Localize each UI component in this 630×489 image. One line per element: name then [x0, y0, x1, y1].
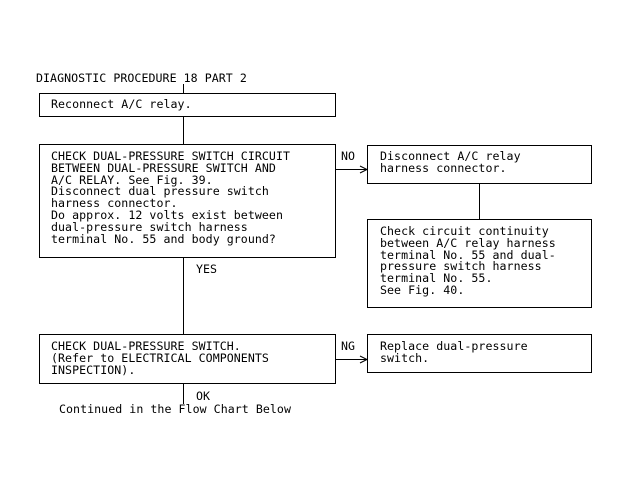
step-text: See Fig. 40. — [380, 282, 465, 297]
step-check-circuit: CHECK DUAL-PRESSURE SWITCH CIRCUIT BETWE… — [39, 144, 336, 258]
step-replace-switch: Replace dual-pressure switch. — [367, 334, 592, 373]
step-text: pressure switch harness — [380, 259, 542, 274]
step-text: Disconnect dual pressure switch — [51, 184, 269, 199]
label-ng: NG — [341, 339, 356, 353]
step-text: harness connector. — [380, 160, 507, 175]
step-text: switch. — [380, 350, 430, 365]
step-text: between A/C relay harness — [380, 235, 556, 250]
step-check-switch: CHECK DUAL-PRESSURE SWITCH. (Refer to EL… — [39, 334, 336, 384]
step-text: dual-pressure switch harness — [51, 219, 248, 234]
step-text: A/C RELAY. See Fig. 39. — [51, 172, 213, 187]
step-disconnect-relay-connector: Disconnect A/C relay harness connector. — [367, 145, 592, 184]
label-no: NO — [341, 149, 356, 163]
step-text: Disconnect A/C relay — [380, 149, 521, 163]
step-text: CHECK DUAL-PRESSURE SWITCH CIRCUIT — [51, 149, 291, 163]
step-reconnect-relay: Reconnect A/C relay. — [39, 93, 336, 117]
step-text: harness connector. — [51, 196, 178, 211]
label-ok: OK — [196, 389, 211, 403]
step-text: CHECK DUAL-PRESSURE SWITCH. — [51, 339, 241, 353]
step-text: terminal No. 55. — [380, 271, 493, 286]
step-text: Reconnect A/C relay. — [51, 97, 192, 111]
step-text: Replace dual-pressure — [380, 339, 528, 353]
step-text: terminal No. 55 and dual- — [380, 247, 556, 262]
step-check-continuity: Check circuit continuity between A/C rel… — [367, 219, 592, 308]
procedure-title: DIAGNOSTIC PROCEDURE 18 PART 2 — [36, 71, 247, 85]
step-text: Check circuit continuity — [380, 224, 549, 238]
label-continued: Continued in the Flow Chart Below — [59, 402, 291, 416]
step-text: Do approx. 12 volts exist between — [51, 207, 283, 222]
label-yes: YES — [196, 262, 218, 276]
step-text: (Refer to ELECTRICAL COMPONENTS — [51, 350, 269, 365]
step-text: BETWEEN DUAL-PRESSURE SWITCH AND — [51, 160, 276, 175]
step-text: terminal No. 55 and body ground? — [51, 231, 276, 246]
step-text: INSPECTION). — [51, 362, 136, 377]
